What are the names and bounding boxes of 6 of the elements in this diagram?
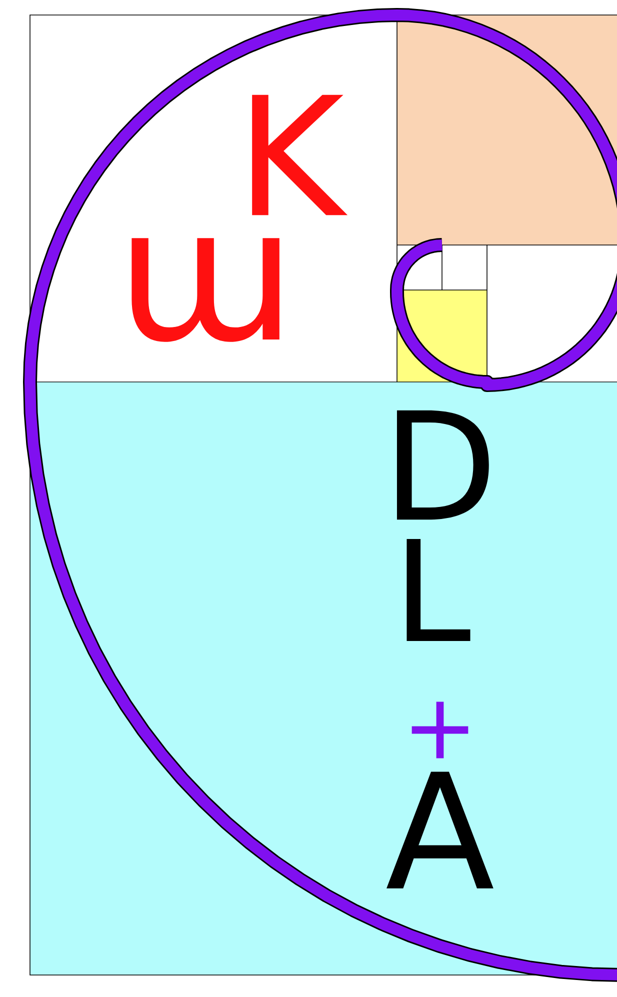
letter: L [406,538,470,642]
letter: A [386,772,494,888]
letter: K [252,94,348,216]
letter: D [396,410,489,520]
letter: + [412,702,468,758]
letter: ɯ [132,238,280,342]
